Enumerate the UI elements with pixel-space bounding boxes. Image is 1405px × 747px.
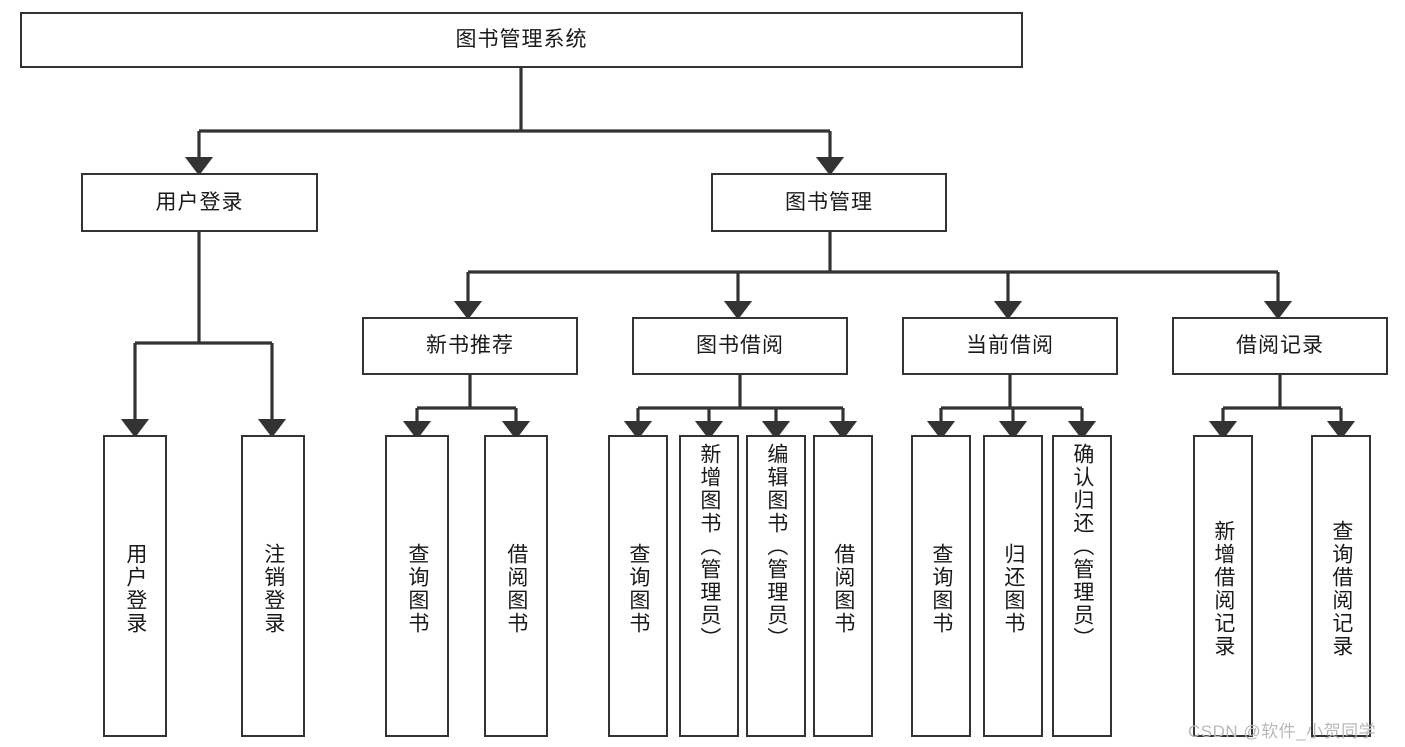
leaf-user-login-label: 用户登录 [123, 543, 147, 635]
node-book-borrow[interactable]: 图书借阅 [632, 317, 848, 375]
leaf-query-book-current-label: 查询图书 [929, 543, 953, 635]
node-root-label: 图书管理系统 [455, 28, 588, 52]
node-book-management[interactable]: 图书管理 [711, 173, 947, 232]
leaf-query-book-current[interactable]: 查询图书 [911, 435, 971, 737]
leaf-add-borrow-record-label: 新增借阅记录 [1211, 520, 1235, 658]
node-book-management-label: 图书管理 [785, 190, 873, 214]
leaf-query-book-borrow[interactable]: 查询图书 [608, 435, 668, 737]
leaf-query-book-recommend-label: 查询图书 [405, 543, 429, 635]
leaf-return-book[interactable]: 归还图书 [983, 435, 1043, 737]
node-current-borrow-label: 当前借阅 [966, 334, 1054, 358]
node-borrow-records-label: 借阅记录 [1236, 334, 1324, 358]
csdn-watermark: CSDN @软件_小贺同学 [1188, 722, 1377, 741]
leaf-edit-book-admin-label: 编辑图书（管理员） [764, 443, 788, 650]
leaf-confirm-return-admin[interactable]: 确认归还（管理员） [1052, 435, 1112, 737]
leaf-query-borrow-record-label: 查询借阅记录 [1329, 520, 1353, 658]
node-book-borrow-label: 图书借阅 [696, 334, 784, 358]
leaf-user-login[interactable]: 用户登录 [103, 435, 167, 737]
leaf-return-book-label: 归还图书 [1001, 543, 1025, 635]
leaf-borrow-book-label: 借阅图书 [831, 543, 855, 635]
node-root[interactable]: 图书管理系统 [20, 12, 1023, 68]
leaf-add-book-admin-label: 新增图书（管理员） [697, 443, 721, 650]
node-user-login[interactable]: 用户登录 [81, 173, 318, 232]
leaf-query-borrow-record[interactable]: 查询借阅记录 [1311, 435, 1371, 737]
leaf-borrow-book-recommend-label: 借阅图书 [504, 543, 528, 635]
leaf-query-book-borrow-label: 查询图书 [626, 543, 650, 635]
node-borrow-records[interactable]: 借阅记录 [1172, 317, 1388, 375]
leaf-add-book-admin[interactable]: 新增图书（管理员） [679, 435, 739, 737]
leaf-borrow-book-recommend[interactable]: 借阅图书 [484, 435, 548, 737]
leaf-user-logout[interactable]: 注销登录 [241, 435, 305, 737]
node-new-book-recommend[interactable]: 新书推荐 [362, 317, 578, 375]
leaf-edit-book-admin[interactable]: 编辑图书（管理员） [746, 435, 806, 737]
leaf-query-book-recommend[interactable]: 查询图书 [385, 435, 449, 737]
node-new-book-recommend-label: 新书推荐 [426, 334, 514, 358]
leaf-borrow-book[interactable]: 借阅图书 [813, 435, 873, 737]
node-current-borrow[interactable]: 当前借阅 [902, 317, 1118, 375]
node-user-login-label: 用户登录 [155, 190, 244, 214]
leaf-user-logout-label: 注销登录 [261, 543, 285, 635]
leaf-add-borrow-record[interactable]: 新增借阅记录 [1193, 435, 1253, 737]
leaf-confirm-return-admin-label: 确认归还（管理员） [1070, 443, 1094, 650]
